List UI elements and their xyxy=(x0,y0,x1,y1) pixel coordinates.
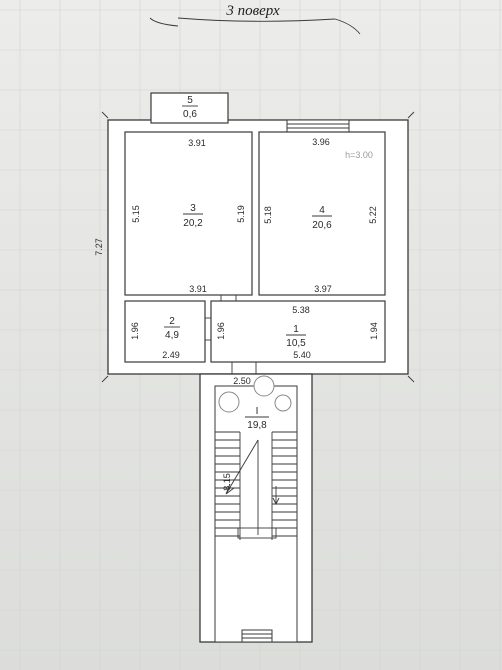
room-4-number: 4 xyxy=(319,205,325,216)
room-5-area: 0,6 xyxy=(183,109,197,120)
room-2-area: 4,9 xyxy=(165,330,179,341)
room-5-number: 5 xyxy=(187,95,193,106)
dim-room3-right: 5.19 xyxy=(236,205,246,223)
room-4 xyxy=(258,131,386,296)
room-1-corridor xyxy=(210,300,386,363)
stair-arrows xyxy=(225,439,280,539)
floor-title: 3 поверх xyxy=(225,3,280,19)
stairwell-number: I xyxy=(256,406,259,417)
light-glare xyxy=(218,375,292,413)
door-marks xyxy=(205,295,257,374)
dim-corridor-bottom: 5.40 xyxy=(293,350,311,360)
room-5-balcony xyxy=(150,92,229,124)
dim-room3-left: 5.15 xyxy=(131,205,141,223)
room-labels: 5 0,6 3 20,2 4 20,6 2 4,9 1 10,5 I 19,8 xyxy=(164,95,332,431)
room-1-area: 10,5 xyxy=(286,338,306,349)
dim-room4-top: 3.96 xyxy=(312,137,330,147)
dim-room3-top: 3.91 xyxy=(188,138,206,148)
room-3-area: 20,2 xyxy=(183,218,203,229)
dimension-labels: 3.91 5.15 5.19 3.91 3.96 h=3.00 5.18 5.2… xyxy=(94,137,379,491)
dim-corridor-top: 5.38 xyxy=(292,305,310,315)
stairwell-area: 19,8 xyxy=(247,420,267,431)
dim-corridor-left: 1.96 xyxy=(216,322,226,340)
title-flourish xyxy=(149,17,361,35)
title-underline xyxy=(177,17,336,22)
dim-room2-bottom: 2.49 xyxy=(162,350,180,360)
dim-stair-width: 2.50 xyxy=(233,376,251,386)
ceiling-height-note: h=3.00 xyxy=(345,150,373,160)
room-1-number: 1 xyxy=(293,324,299,335)
dim-room4-left: 5.18 xyxy=(263,206,273,224)
room-2 xyxy=(124,300,206,363)
dim-room4-bottom: 3.97 xyxy=(314,284,332,294)
dim-overall-left: 7.27 xyxy=(94,238,104,256)
window-top xyxy=(286,119,350,133)
dim-room3-bottom: 3.91 xyxy=(189,284,207,294)
room-4-area: 20,6 xyxy=(312,220,332,231)
dim-room2-left: 1.96 xyxy=(130,322,140,340)
dim-room4-right: 5.22 xyxy=(368,206,378,224)
stair-steps xyxy=(215,431,297,540)
dim-corridor-right: 1.94 xyxy=(369,322,379,340)
stairwell xyxy=(199,373,313,643)
room-3-number: 3 xyxy=(190,203,196,214)
dim-stair-length: 8.15 xyxy=(222,473,232,491)
room-2-number: 2 xyxy=(169,316,175,327)
room-3 xyxy=(124,131,253,296)
